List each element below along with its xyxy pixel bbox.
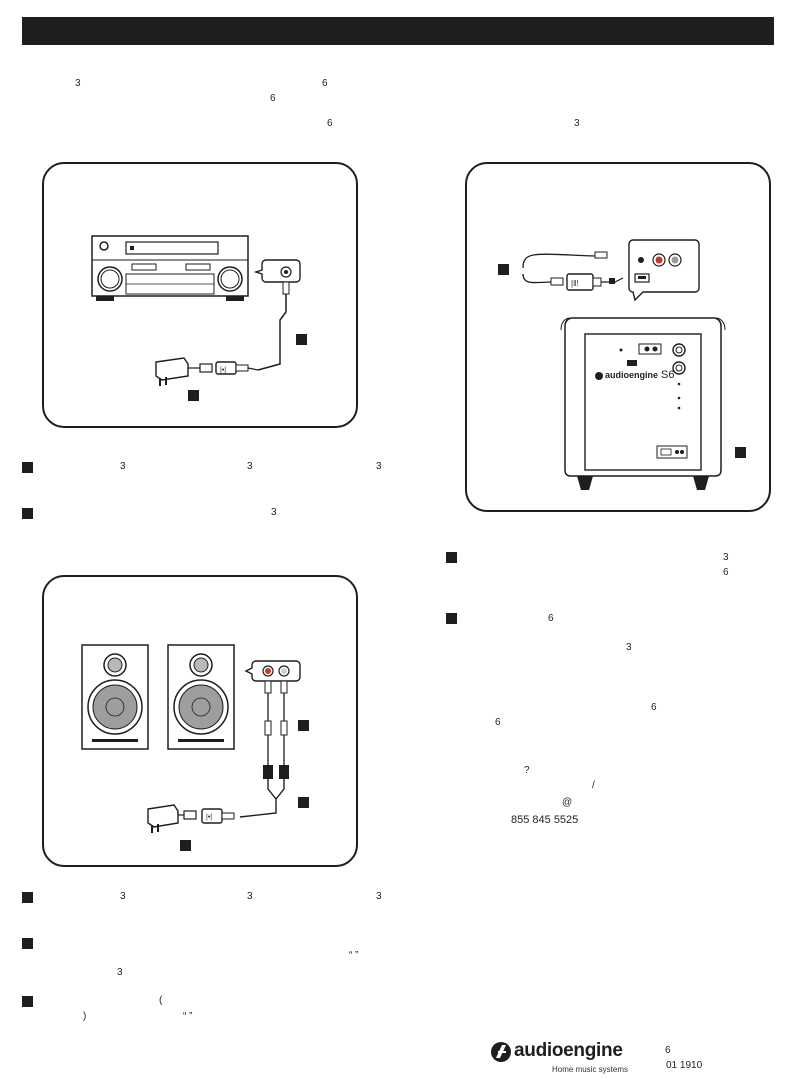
header-bar — [22, 17, 774, 45]
step-marker-power — [180, 840, 191, 851]
step-bullet — [22, 996, 33, 1007]
step-text: 3 — [120, 891, 126, 902]
step-text: ? — [524, 765, 530, 776]
device-model-badge: S6 — [661, 369, 675, 381]
step-text: ) — [83, 1011, 87, 1022]
step-bullet — [22, 938, 33, 949]
step-text: ( — [159, 995, 163, 1006]
step-text: 6 — [548, 613, 554, 624]
step-text: 3 — [626, 642, 632, 653]
svg-text:|‖!: |‖! — [571, 279, 579, 288]
step-bullet — [446, 613, 457, 624]
model-code: 6 — [665, 1045, 671, 1056]
brand-tagline: Home music systems — [552, 1065, 629, 1074]
step-marker-wireless — [498, 264, 509, 275]
step-text: 3 — [117, 967, 123, 978]
document-code: 01 1910 — [666, 1060, 703, 1071]
device-brand-label: audioengine — [605, 370, 659, 380]
receiver-illustration: |•| — [91, 235, 301, 386]
intro-text: 3 — [75, 78, 81, 89]
step-bullet — [22, 892, 33, 903]
svg-text:|•|: |•| — [220, 367, 226, 374]
step-text: 3 — [120, 461, 126, 472]
svg-text:|•|: |•| — [206, 814, 212, 821]
step-text: 3 — [247, 891, 253, 902]
step-text: 3 — [376, 461, 382, 472]
step-text: 6 — [495, 717, 501, 728]
step-marker-rca — [298, 720, 309, 731]
step-text: / — [592, 780, 595, 791]
brand-logo-text: audioengine — [514, 1040, 623, 1061]
subwoofer-diagram-panel: |‖! audioengine S6 — [465, 162, 771, 512]
step-bullet — [22, 462, 33, 473]
intro-text: 6 — [327, 118, 333, 129]
subwoofer-illustration: |‖! — [522, 239, 726, 490]
step-bullet — [22, 508, 33, 519]
step-marker-cable — [298, 797, 309, 808]
step-text: “ ” — [349, 950, 359, 961]
intro-text: 6 — [322, 78, 328, 89]
step-bullet — [446, 552, 457, 563]
step-text: 3 — [723, 552, 729, 563]
step-text: “ ” — [183, 1011, 193, 1022]
step-text: @ — [562, 797, 573, 808]
support-phone: 855 845 5525 — [511, 814, 579, 826]
step-marker-sub — [735, 447, 746, 458]
intro-text: 6 — [270, 93, 276, 104]
receiver-diagram-panel: |•| — [42, 162, 358, 428]
step-marker-cable — [296, 334, 307, 345]
speakers-illustration: |•| — [81, 644, 301, 833]
step-text: 3 — [271, 507, 277, 518]
step-text: 6 — [723, 567, 729, 578]
step-text: 6 — [651, 702, 657, 713]
step-marker-power — [188, 390, 199, 401]
speakers-diagram-panel: |•| — [42, 575, 358, 867]
step-text: 3 — [247, 461, 253, 472]
intro-text: 3 — [574, 118, 580, 129]
step-text: 3 — [376, 891, 382, 902]
